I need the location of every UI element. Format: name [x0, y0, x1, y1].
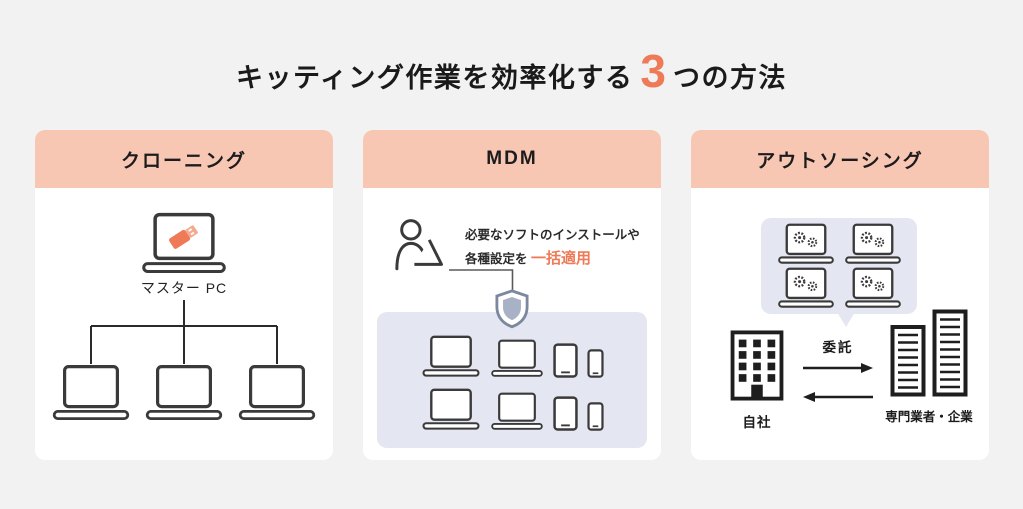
mdm-caption-highlight: 一括適用: [530, 250, 591, 267]
own-company-icon: [730, 330, 784, 401]
delegate-block: 委託: [797, 336, 879, 403]
laptop-icon: [421, 335, 481, 378]
card-cloning-header: クローニング: [35, 130, 333, 188]
card-cloning-body: マスター PC: [35, 188, 333, 460]
gear-laptop-icon: [776, 223, 836, 265]
title-number: 3: [640, 45, 666, 97]
card-cloning: クローニング マスター PC: [35, 130, 333, 460]
mdm-caption-line2: 各種設定を 一括適用: [465, 247, 640, 271]
master-pc-label: マスター PC: [140, 280, 228, 296]
mdm-caption-line1: 必要なソフトのインストールや: [465, 228, 640, 242]
card-mdm-body: 必要なソフトのインストールや 各種設定を 一括適用: [363, 188, 661, 460]
card-mdm-header: MDM: [363, 130, 661, 188]
vendor-label: 専門業者・企業: [885, 410, 973, 424]
client-pc-icon: [51, 364, 131, 422]
page-title: キッティング作業を効率化する 3 つの方法: [0, 44, 1023, 98]
speech-bubble: [761, 218, 917, 314]
card-outsourcing-body: 自社 委託 専門業者・企業: [691, 188, 989, 460]
laptop-icon: [490, 339, 544, 378]
clone-pc-row: [51, 364, 317, 422]
gear-laptop-icon: [843, 267, 903, 309]
method-cards: クローニング マスター PC: [35, 130, 989, 460]
laptop-icon: [490, 392, 544, 431]
mdm-caption: 必要なソフトのインストールや 各種設定を 一括適用: [465, 224, 640, 271]
tablet-icon: [553, 343, 578, 378]
title-prefix: キッティング作業を効率化する: [236, 63, 634, 93]
gear-laptop-icon: [776, 267, 836, 309]
person-icon: [389, 218, 459, 274]
phone-icon: [587, 349, 604, 378]
laptop-icon: [421, 388, 481, 431]
device-row: [377, 335, 647, 378]
tree-connector: [90, 300, 278, 364]
card-mdm: MDM 必要なソフトのインストールや 各種設定を 一括適用: [363, 130, 661, 460]
speech-bubble-tail: [837, 312, 855, 327]
vendor-icon: [889, 308, 969, 398]
master-pc-icon: [140, 212, 228, 275]
shield-icon: [495, 289, 529, 329]
phone-icon: [587, 402, 604, 431]
own-company-block: 自社: [715, 330, 799, 431]
managed-devices-panel: [377, 312, 647, 448]
own-company-label: 自社: [742, 415, 772, 430]
card-outsourcing-header: アウトソーシング: [691, 130, 989, 188]
client-pc-icon: [237, 364, 317, 422]
tablet-icon: [553, 396, 578, 431]
mdm-caption-line2-prefix: 各種設定を: [465, 252, 531, 266]
device-row: [377, 388, 647, 431]
client-pc-icon: [144, 364, 224, 422]
card-outsourcing: アウトソーシング 自社 委託: [691, 130, 989, 460]
return-arrow-left-icon: [801, 391, 875, 403]
title-suffix: つの方法: [672, 63, 787, 93]
gear-laptop-icon: [843, 223, 903, 265]
delegate-label: 委託: [822, 340, 854, 355]
delegate-arrow-right-icon: [801, 362, 875, 374]
vendor-block: 専門業者・企業: [875, 308, 983, 425]
